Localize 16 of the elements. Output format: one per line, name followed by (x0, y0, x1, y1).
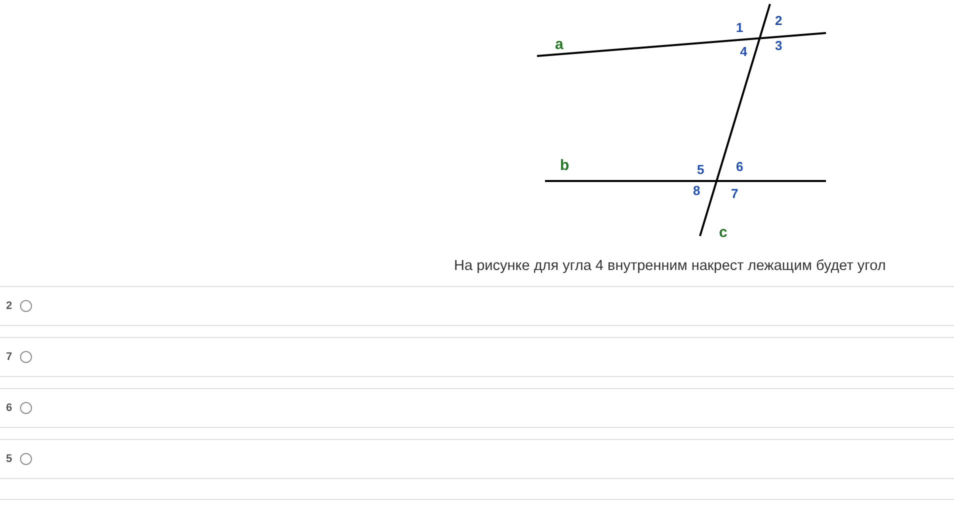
angle-number: 7 (731, 187, 738, 200)
angle-number: 4 (740, 45, 748, 58)
line-label: b (560, 158, 570, 173)
option-label: 5 (6, 454, 12, 465)
angle-number: 2 (775, 14, 782, 27)
option-label: 2 (6, 301, 12, 312)
angle-number: 5 (697, 163, 704, 176)
angle-number: 3 (775, 39, 782, 52)
angle-number: 6 (736, 160, 744, 173)
question-text: На рисунке для угла 4 внутренним накрест лежащим будет угол (454, 259, 886, 274)
option-label: 6 (6, 403, 12, 414)
angle-number: 1 (736, 21, 744, 34)
line-label: a (555, 37, 564, 52)
line-label: c (719, 225, 728, 240)
option-label: 7 (6, 352, 12, 363)
angle-number: 8 (693, 184, 700, 197)
